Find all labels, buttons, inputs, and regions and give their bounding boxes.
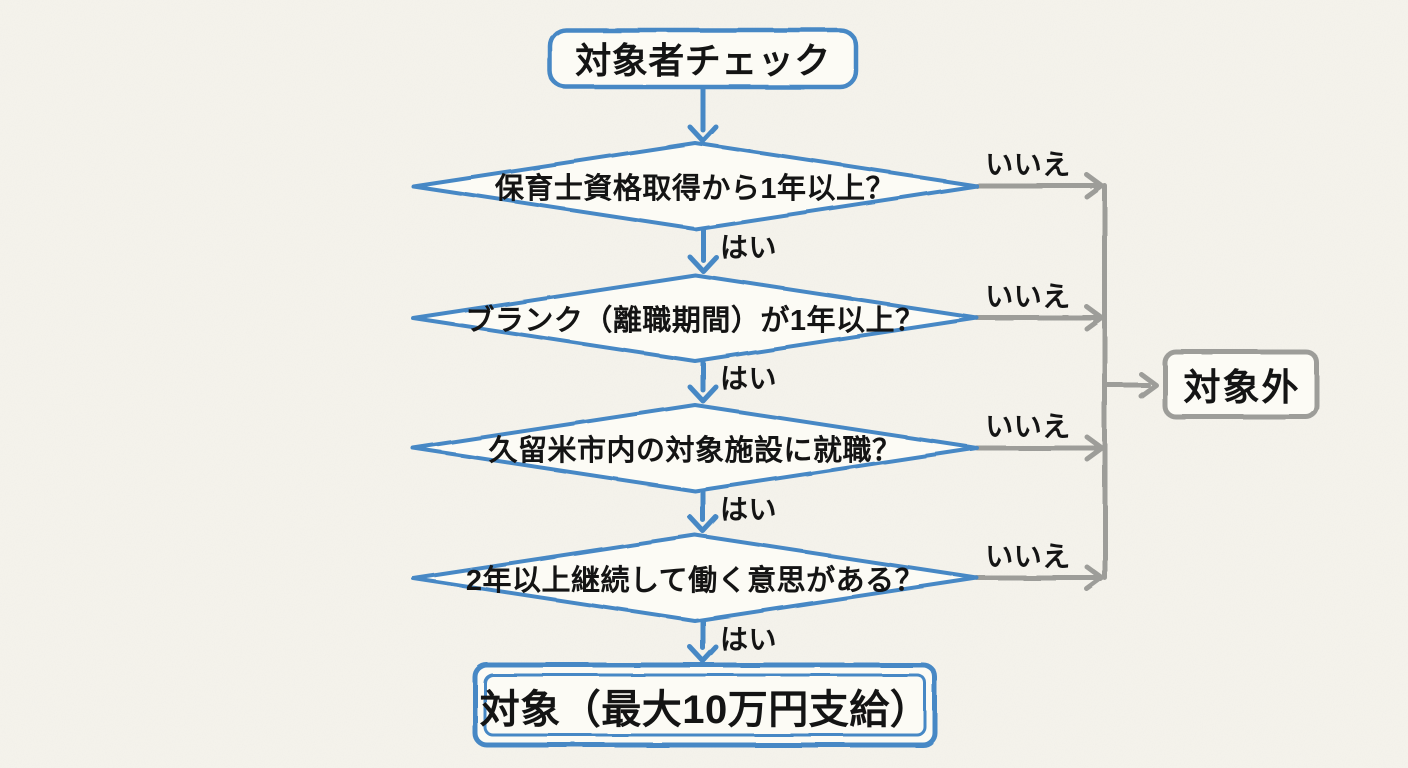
no-arrowhead-1-icon <box>1084 172 1105 200</box>
yes-label-1: はい <box>720 232 778 263</box>
eligible-node-inner <box>483 673 927 737</box>
yes-label-2: はい <box>720 363 778 394</box>
yes-arrowhead-4-icon <box>687 644 719 664</box>
reject-arrowhead-icon <box>1138 371 1159 399</box>
yes-arrowhead-1-icon <box>687 254 719 274</box>
no-label-2: いいえ <box>985 281 1071 312</box>
yes-arrowhead-2-icon <box>687 384 719 404</box>
eligible-label: 対象（最大10万円支給） <box>479 688 931 732</box>
decision-1-node <box>411 141 979 231</box>
yes-label-4: はい <box>720 624 778 655</box>
not-eligible-node <box>1162 349 1320 420</box>
reject-routing <box>974 172 1159 592</box>
no-arrowhead-2-icon <box>1084 304 1105 332</box>
start-arrowhead-icon <box>687 124 719 144</box>
decision-1-question: 保育士資格取得から1年以上？ <box>494 173 896 205</box>
decision-3-node <box>411 403 979 493</box>
not-eligible-label: 対象外 <box>1183 367 1301 408</box>
decision-2-node <box>411 273 979 363</box>
no-label-1: いいえ <box>985 149 1071 180</box>
decision-3-question: 久留米市内の対象施設に就職？ <box>488 435 902 467</box>
no-label-3: いいえ <box>985 411 1071 442</box>
no-arrowhead-3-icon <box>1084 434 1105 462</box>
start-node-label: 対象者チェック <box>575 40 831 81</box>
decision-4-question: 2年以上継続して働く意思がある？ <box>465 565 925 597</box>
no-arrowhead-4-icon <box>1084 564 1105 592</box>
start-node <box>547 27 859 90</box>
yes-arrowhead-3-icon <box>687 514 719 534</box>
yes-routing <box>687 85 719 664</box>
no-label-4: いいえ <box>985 541 1071 572</box>
eligible-node-outer <box>472 662 938 748</box>
yes-label-3: はい <box>720 494 778 525</box>
decision-2-question: ブランク（離職期間）が1年以上？ <box>465 305 925 337</box>
decision-4-node <box>411 533 979 623</box>
